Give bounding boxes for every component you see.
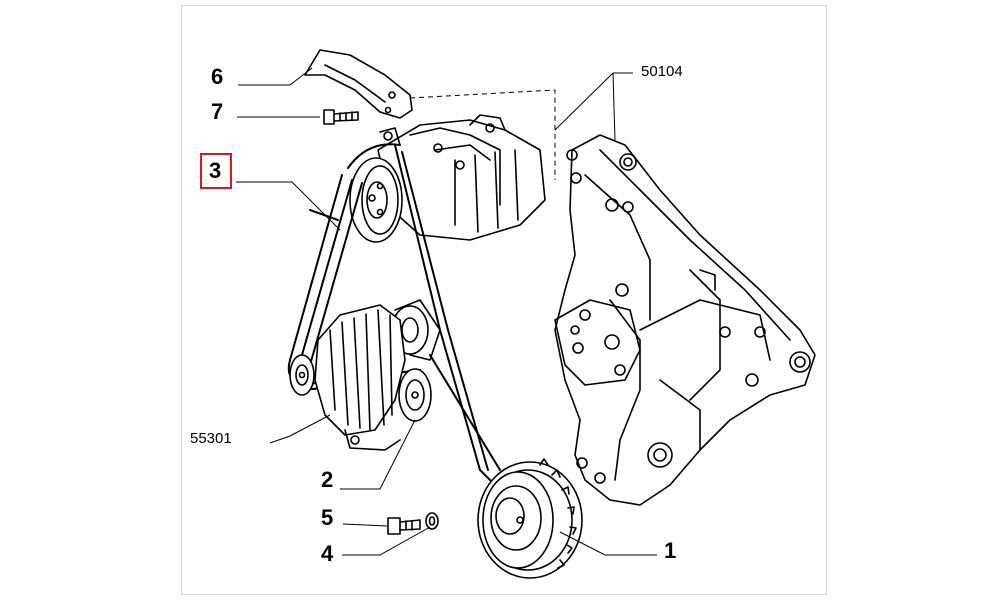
- bolt-7: [323, 109, 359, 125]
- belt-cover: [304, 49, 413, 119]
- callout-7-label[interactable]: 7: [211, 99, 224, 124]
- alternator-reference-label: 55301: [190, 430, 232, 447]
- callout-3-label[interactable]: 3: [209, 158, 222, 183]
- bolt-5: [387, 517, 421, 535]
- callout-5-label[interactable]: 5: [321, 505, 334, 530]
- washer-4: [425, 512, 439, 530]
- diagram-frame: [181, 5, 827, 595]
- highlight-box-callout-3: [200, 153, 232, 189]
- ac-compressor: [349, 114, 546, 243]
- bracket-reference-label: 50104: [641, 63, 683, 80]
- mounting-bracket: [554, 134, 816, 506]
- leader-lines: [236, 67, 657, 556]
- callout-2-label[interactable]: 2: [321, 467, 334, 492]
- crankshaft-pulley: [477, 458, 583, 579]
- callout-6-label[interactable]: 6: [211, 64, 224, 89]
- callout-1-label[interactable]: 1: [664, 538, 677, 563]
- callout-4-label[interactable]: 4: [321, 541, 334, 566]
- alternator: [289, 304, 406, 451]
